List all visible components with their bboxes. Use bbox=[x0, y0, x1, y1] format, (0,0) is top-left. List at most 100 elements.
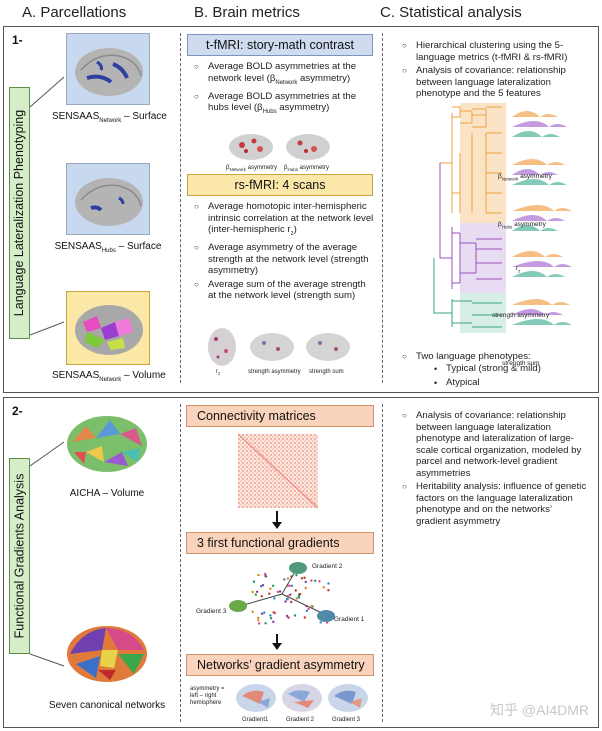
scatter-point bbox=[289, 593, 292, 596]
scatter-point bbox=[264, 622, 267, 625]
column-b-header: B. Brain metrics bbox=[194, 4, 300, 21]
tfmri-brain-caption-hubs: βHubs asymmetry bbox=[284, 165, 329, 173]
arrow-down-2-head bbox=[272, 643, 282, 650]
arrow-down-1 bbox=[276, 511, 278, 523]
scatter-point bbox=[251, 590, 254, 594]
seven-networks-caption: Seven canonical networks bbox=[48, 700, 166, 711]
scatter-point bbox=[304, 586, 307, 590]
brain-surface-icon bbox=[75, 48, 143, 96]
step-connectivity-matrices: Connectivity matrices bbox=[186, 405, 374, 427]
connectivity-matrix-image bbox=[238, 434, 318, 508]
scatter-point bbox=[278, 590, 282, 593]
scatter-point bbox=[299, 592, 302, 596]
scatter-point bbox=[252, 580, 256, 583]
scatter-point bbox=[260, 595, 263, 598]
rsfmri-brain-maps bbox=[208, 328, 350, 366]
phenotypes-heading: Two language phenotypes: Typical (strong… bbox=[402, 351, 592, 389]
density-ridge bbox=[512, 271, 565, 277]
scatter-point bbox=[257, 573, 260, 577]
scatter-point bbox=[297, 596, 301, 599]
scatter-point bbox=[305, 609, 309, 613]
scatter-point bbox=[251, 610, 254, 613]
scatter-point bbox=[264, 574, 267, 578]
watermark: 知乎 @AI4DMR bbox=[490, 702, 589, 718]
panel-1-connectors bbox=[30, 76, 65, 336]
scatter-point bbox=[293, 614, 297, 617]
scatter-point bbox=[257, 616, 260, 620]
scatter-point bbox=[264, 572, 267, 576]
asymmetry-brain-maps bbox=[236, 684, 368, 712]
density-ridge bbox=[512, 169, 558, 175]
scatter-point bbox=[288, 584, 291, 587]
scatter-point bbox=[294, 589, 297, 592]
scatter-point bbox=[295, 597, 298, 600]
column-c-header: C. Statistical analysis bbox=[380, 4, 522, 21]
tfmri-bullet: Average BOLD asymmetries at the network … bbox=[194, 61, 374, 89]
scatter-point bbox=[269, 614, 272, 617]
scatter-point bbox=[319, 621, 322, 624]
scatter-point bbox=[303, 616, 306, 619]
stats-bullet: Analysis of covariance: relationship bet… bbox=[402, 410, 588, 479]
scatter-point bbox=[263, 611, 266, 614]
scatter-point bbox=[303, 576, 306, 579]
scatter-point bbox=[268, 592, 271, 595]
density-ridge bbox=[512, 299, 570, 305]
scatter-point bbox=[314, 579, 317, 582]
tfmri-bullets: Average BOLD asymmetries at the network … bbox=[194, 61, 374, 121]
panel-1-number: 1- bbox=[12, 33, 23, 47]
dendro-label-rz: rz bbox=[516, 265, 521, 274]
scatter-point bbox=[285, 597, 289, 600]
density-ridge bbox=[512, 225, 558, 231]
scatter-point bbox=[290, 600, 293, 604]
tfmri-bullet: Average BOLD asymmetries at the hubs lev… bbox=[194, 91, 374, 119]
density-ridge bbox=[512, 121, 567, 127]
aicha-volume-caption: AICHA – Volume bbox=[69, 488, 145, 499]
scatter-point bbox=[300, 577, 304, 580]
panel-2-side-label: Functional Gradients Analysis bbox=[9, 458, 30, 654]
stats-bullet: Heritability analysis: influence of gene… bbox=[402, 481, 588, 527]
panel-2: 2- Functional Gradients Analysis AICHA –… bbox=[3, 397, 599, 728]
column-a-header: A. Parcellations bbox=[22, 4, 127, 21]
sensaas-hubs-surface-caption: SENSAASHubs – Surface bbox=[54, 241, 162, 254]
density-ridge bbox=[512, 179, 567, 185]
density-ridge bbox=[512, 111, 558, 117]
rsfmri-caption-rz: rz bbox=[216, 369, 221, 377]
rsfmri-bullet: Average sum of the average strength at t… bbox=[194, 279, 374, 302]
scatter-point bbox=[295, 574, 298, 577]
panel-1: 1- Language Lateralization Phenotyping S… bbox=[3, 26, 599, 393]
scatter-point bbox=[254, 593, 257, 596]
scatter-point bbox=[260, 612, 264, 615]
scatter-point bbox=[273, 597, 276, 600]
scatter-point bbox=[271, 584, 275, 587]
brain-volume-icon bbox=[75, 305, 143, 355]
scatter-point bbox=[286, 577, 290, 580]
dendro-label-strength-asymmetry: strength asymmetry bbox=[492, 312, 550, 319]
density-ridge bbox=[512, 159, 565, 165]
scatter-point bbox=[283, 578, 286, 581]
sensaas-hubs-surface-image bbox=[66, 163, 150, 235]
scatter-point bbox=[310, 604, 313, 608]
tfmri-title: t-fMRI: story-math contrast bbox=[187, 34, 373, 56]
scatter-point bbox=[318, 580, 321, 583]
panel-1-side-label: Language Lateralization Phenotyping bbox=[9, 87, 30, 339]
scatter-point bbox=[287, 616, 290, 619]
scatter-point bbox=[261, 584, 265, 587]
step-functional-gradients: 3 first functional gradients bbox=[186, 532, 374, 554]
panel-1-divider-left bbox=[180, 33, 181, 383]
scatter-point bbox=[258, 622, 261, 625]
density-ridge bbox=[512, 251, 563, 257]
brain-surface-icon bbox=[75, 178, 143, 226]
asym-caption-gradient1: Gradient1 bbox=[242, 717, 269, 723]
sensaas-network-volume-caption: SENSAASNetwork – Volume bbox=[52, 370, 166, 383]
gradient-3-label: Gradient 3 bbox=[196, 608, 227, 615]
tfmri-brain-maps bbox=[229, 134, 330, 160]
rsfmri-bullet: Average asymmetry of the average strengt… bbox=[194, 242, 374, 277]
step-networks-gradient-asymmetry: Networks’ gradient asymmetry bbox=[186, 654, 374, 676]
scatter-point bbox=[310, 579, 313, 582]
rsfmri-caption-strength-asymmetry: strength asymmetry bbox=[248, 369, 301, 375]
scatter-point bbox=[257, 619, 260, 622]
rsfmri-bullets: Average homotopic inter-hemispheric intr… bbox=[194, 201, 374, 304]
gradient-2-label: Gradient 2 bbox=[312, 563, 343, 570]
sensaas-network-surface-image bbox=[66, 33, 150, 105]
scatter-point bbox=[269, 617, 273, 620]
